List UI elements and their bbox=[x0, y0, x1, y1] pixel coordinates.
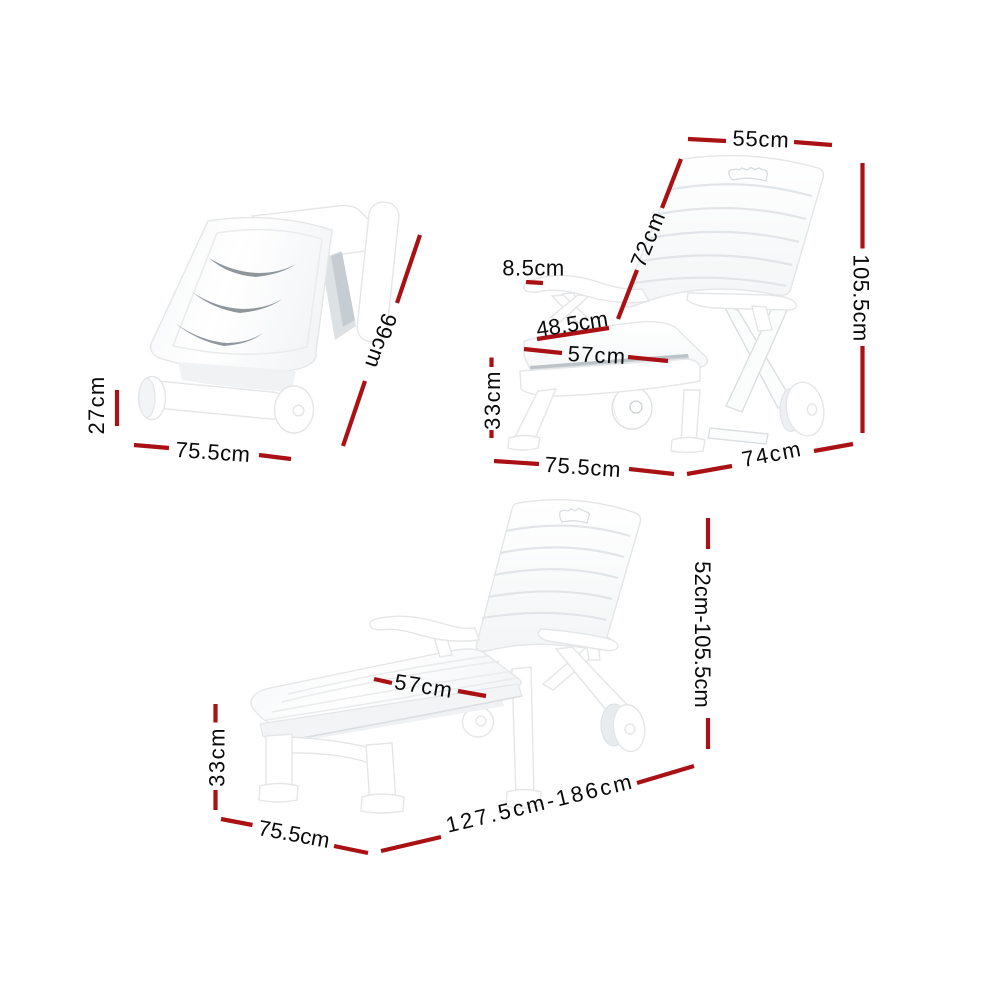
svg-text:75.5cm: 75.5cm bbox=[544, 452, 623, 482]
svg-text:127.5cm-186cm: 127.5cm-186cm bbox=[443, 768, 636, 837]
svg-text:55cm: 55cm bbox=[732, 126, 790, 153]
svg-text:75.5cm: 75.5cm bbox=[175, 437, 252, 467]
svg-text:27cm: 27cm bbox=[84, 376, 109, 435]
svg-text:33cm: 33cm bbox=[480, 370, 505, 430]
svg-text:52cm-105.5cm: 52cm-105.5cm bbox=[690, 561, 715, 708]
svg-text:105.5cm: 105.5cm bbox=[849, 254, 874, 341]
svg-text:57cm: 57cm bbox=[567, 341, 627, 369]
svg-text:75.5cm: 75.5cm bbox=[256, 815, 332, 853]
svg-text:33cm: 33cm bbox=[205, 727, 230, 787]
svg-text:8.5cm: 8.5cm bbox=[502, 256, 564, 281]
